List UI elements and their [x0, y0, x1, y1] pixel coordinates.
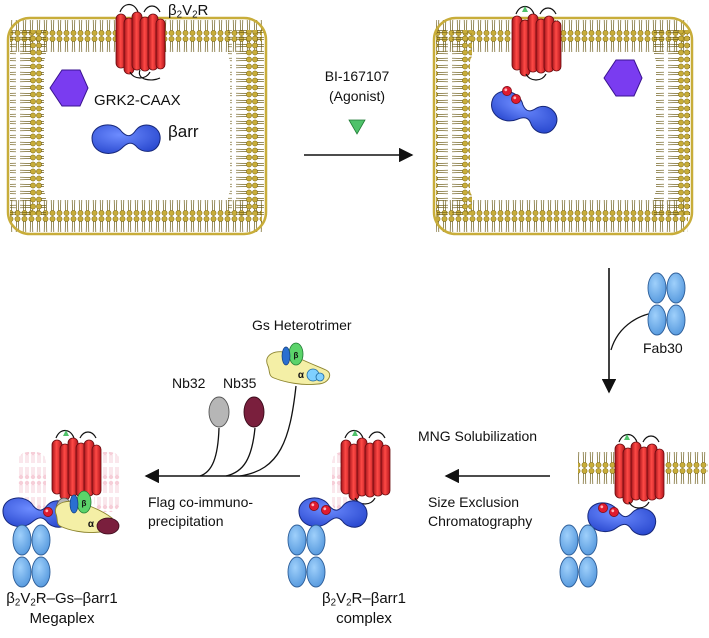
receptor-megaplex — [51, 429, 102, 505]
megaplex-alpha-label: α — [88, 519, 95, 530]
sec-label-1: Size Exclusion — [428, 494, 520, 510]
megaplex-beta-label: β — [82, 499, 87, 508]
phospho-dot — [501, 85, 513, 97]
solubilization-label: MNG Solubilization — [418, 428, 538, 444]
gs-joining-curve — [239, 385, 297, 477]
arrestin-bound-3 — [585, 500, 658, 540]
sec-label-2: Chromatography — [428, 513, 533, 529]
gs-beta-label: β — [294, 351, 299, 360]
nb32-icon — [208, 396, 230, 428]
grk2-kinase-hexagon — [49, 69, 89, 107]
detergent-micelle-2 — [18, 452, 46, 512]
coip-label-2: precipitation — [148, 513, 224, 529]
fab30-bound-3 — [559, 524, 598, 588]
cell-membrane-2 — [432, 16, 694, 236]
gs-heterotrimer-icon: β α — [266, 342, 331, 385]
receptor-complex — [340, 429, 391, 505]
cell-membrane-1 — [6, 16, 268, 236]
fab30-bound-4 — [287, 524, 326, 588]
megaplex-label-line2: Megaplex — [29, 610, 95, 627]
agonist-icon — [348, 119, 366, 135]
nb35-label: Nb35 — [223, 375, 257, 391]
receptor-c-tail — [138, 69, 161, 81]
nb32-label: Nb32 — [172, 375, 206, 391]
nb32-joining-curve — [199, 427, 220, 477]
fab30-megaplex — [12, 524, 51, 588]
agonist-role-label: (Agonist) — [328, 88, 386, 104]
fab30-label: Fab30 — [643, 340, 683, 356]
bound-agonist-icon — [352, 430, 358, 436]
agonist-name-label: BI-167107 — [324, 68, 390, 84]
fab30-icon — [647, 272, 686, 336]
complex-label: β2V2R–βarr1 — [321, 590, 407, 609]
gs-alpha-label: α — [298, 370, 305, 381]
phospho-dot — [42, 506, 54, 518]
bound-agonist-icon — [63, 430, 69, 436]
megaplex-label: β2V2R–Gs–βarr1 — [6, 590, 118, 609]
bound-agonist-icon — [624, 434, 630, 440]
phospho-dot — [510, 93, 522, 105]
receptor-fragment — [614, 433, 665, 509]
receptor-label: β2V2R — [168, 2, 209, 21]
arrestin-label: βarr — [168, 122, 199, 141]
coip-label-1: Flag co-immuno- — [148, 494, 254, 510]
gs-label: Gs Heterotrimer — [252, 317, 352, 333]
phospho-dot — [597, 502, 609, 514]
grk2-kinase-hexagon-2 — [603, 59, 643, 97]
gs-bound-megaplex: β α — [55, 490, 120, 535]
complex-label-line2: complex — [336, 610, 392, 627]
phospho-dot — [608, 506, 620, 518]
nb35-icon — [243, 396, 265, 428]
receptor-b2v2r — [115, 3, 166, 79]
bound-agonist-icon — [522, 6, 528, 12]
kinase-label: GRK2-CAAX — [94, 92, 181, 109]
nb35-joining-curve — [225, 427, 256, 477]
phospho-dot — [308, 500, 320, 512]
phospho-dot — [320, 504, 332, 516]
